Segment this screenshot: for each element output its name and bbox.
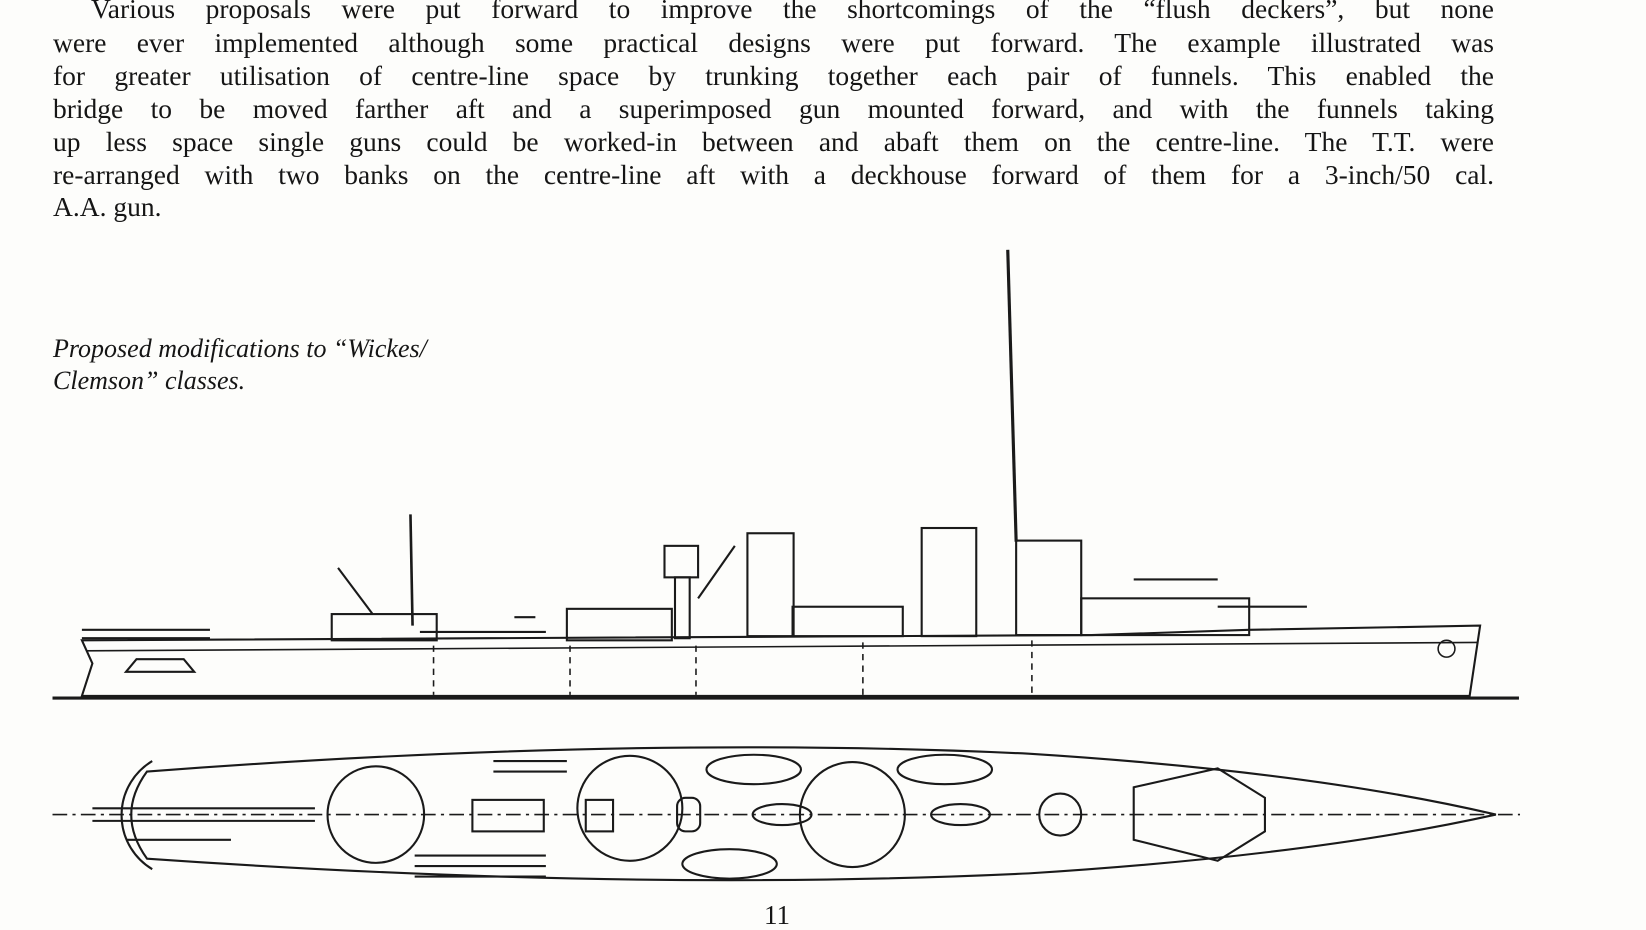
text-line: re-arranged with two banks on the centre… bbox=[53, 159, 1494, 190]
deck-outline bbox=[130, 746, 1497, 882]
fore-funnel bbox=[746, 532, 795, 638]
hull-outline bbox=[80, 624, 1482, 698]
fore-mast bbox=[409, 514, 414, 626]
text-line: A.A. gun. bbox=[53, 191, 162, 222]
text-line: for greater utilisation of centre-line s… bbox=[53, 60, 1494, 91]
figure-caption-line-2: Clemson” classes. bbox=[53, 366, 246, 395]
main-mast bbox=[1006, 249, 1018, 542]
page-number: 11 bbox=[764, 900, 790, 930]
aft-funnel bbox=[920, 526, 978, 638]
ship-profile-view bbox=[52, 249, 1519, 700]
text-line: were ever implemented although some prac… bbox=[53, 27, 1494, 58]
text-line: Various proposals were put forward to im… bbox=[91, 0, 1494, 24]
text-line: bridge to be moved farther aft and a sup… bbox=[53, 93, 1494, 124]
figure-caption-line-1: Proposed modifications to “Wickes/ bbox=[53, 334, 427, 363]
text-line: up less space single guns could be worke… bbox=[53, 126, 1494, 157]
ship-plan-view bbox=[52, 746, 1521, 882]
bridge bbox=[1015, 539, 1083, 637]
